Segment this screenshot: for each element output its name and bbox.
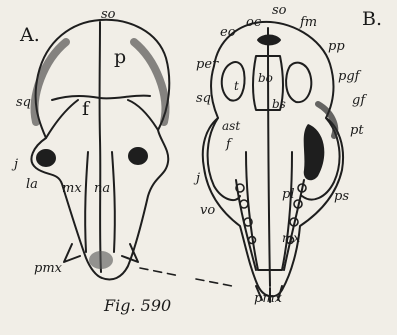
label-a-j: j [14,158,18,171]
label-b-so: so [272,4,287,17]
skull-a-orbit-left [37,150,55,166]
skull-a-nasal-left [85,152,88,252]
label-b-ps: ps [334,190,349,203]
skull-a-canine-left [64,244,80,262]
label-b-per: per [196,58,218,71]
label-b-f: f [226,138,231,151]
label-a-so: so [101,8,116,21]
label-a-p: p [114,48,126,67]
skull-a-sagittal-crest [100,22,101,272]
skull-a-nasal-right [112,152,115,252]
label-b-j: j [196,172,200,185]
label-b-pp: pp [328,40,345,53]
skull-b-midline [268,28,270,286]
figure-caption: Fig. 590 [104,298,171,314]
skull-a-temporal-shade-right [134,42,165,122]
label-b-mx: mx [282,232,300,244]
label-a-mx: mx [62,182,82,195]
label-a-pmx: pmx [34,262,62,275]
label-a-na: na [94,182,110,195]
label-a-la: la [26,178,38,191]
skull-a-left-arch [46,100,78,138]
label-b-eo: eo [220,26,236,39]
label-b-pgf: pgf [338,70,359,83]
skull-b-orbit-shade [304,124,325,180]
label-b-fm: fm [300,16,317,29]
label-b-t: t [234,80,239,92]
label-b-pl: pl [282,188,294,201]
label-b-bo: bo [258,72,273,84]
panel-a-label: A. [20,26,40,45]
skull-b-foramen [258,36,280,45]
label-b-oc: oc [246,16,261,29]
label-b-pmx: pmx [254,292,282,305]
label-b-pt: pt [350,124,364,137]
label-a-f: f [82,100,89,119]
skull-b-bulla-right [286,63,311,102]
skull-a-orbit-right [129,148,147,164]
skull-a-snout-shade [89,251,113,269]
label-a-sq: sq [16,96,31,109]
panel-b-label: B. [362,10,382,29]
skull-a-temporal-shade-left [35,42,66,122]
label-b-gf: gf [352,94,365,107]
connector-dash [140,268,232,286]
label-b-bs: bs [272,98,286,110]
label-b-ast: ast [222,120,240,132]
skull-a-suture [52,96,150,100]
label-b-sq: sq [196,92,211,105]
label-b-vo: vo [200,204,215,217]
skull-a-right-arch [128,100,158,130]
